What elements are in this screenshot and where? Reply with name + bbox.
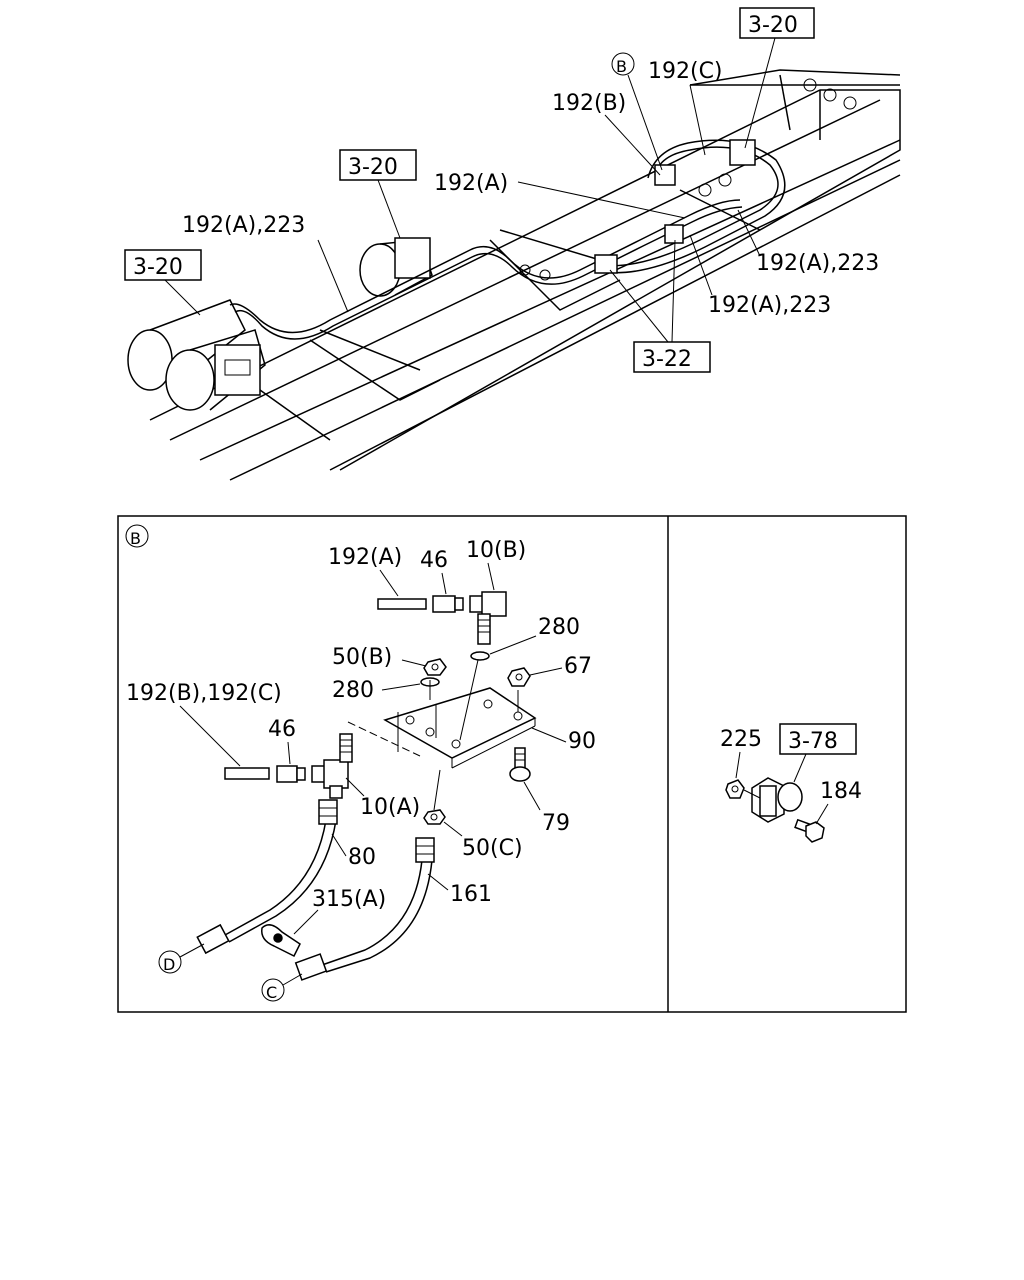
ref-3-20-top: 3-20 (748, 13, 798, 38)
label-d-10a: 10(A) (360, 795, 420, 820)
tee-fitting-10b (469, 591, 507, 645)
label-d-46-top: 46 (420, 548, 448, 573)
nut-46-top (432, 595, 456, 613)
detail-frame (117, 515, 907, 1013)
ref-box-3-20-top (739, 7, 815, 39)
valve-bracket-top (594, 139, 756, 274)
air-tank-middle (359, 237, 433, 297)
detail-b-label: B (130, 529, 141, 548)
label-d-90: 90 (568, 729, 596, 754)
label-d-280-right: 280 (538, 615, 580, 640)
frame-rails (149, 69, 901, 481)
detail-right: 225 3-78 184 (720, 723, 862, 843)
tee-fitting-10a (311, 733, 353, 799)
ref-3-22: 3-22 (642, 347, 692, 372)
washer-280-right (470, 651, 490, 661)
mount-bracket (743, 777, 803, 823)
label-d-50c: 50(C) (462, 836, 523, 861)
label-d-192b-192c: 192(B),192(C) (126, 681, 282, 706)
label-d-80: 80 (348, 845, 376, 870)
label-d-315a: 315(A) (312, 887, 386, 912)
label-d-192a: 192(A) (328, 545, 402, 570)
hose-161 (294, 837, 435, 981)
label-d-10b: 10(B) (466, 538, 526, 563)
chassis-overview: 3-20 B 192(C) 192(B) 3-20 192(A) 192(A),… (124, 7, 901, 481)
label-192a: 192(A) (434, 171, 508, 196)
ref-3-20-mid: 3-20 (348, 155, 398, 180)
label-d-79: 79 (542, 811, 570, 836)
pipe-192b-192c (224, 767, 270, 780)
callout-d: D (163, 955, 175, 974)
label-192b: 192(B) (552, 91, 626, 116)
bolt-79 (509, 747, 531, 782)
air-tanks (127, 299, 266, 411)
bracket-plate-90 (383, 687, 537, 769)
label-d-161: 161 (450, 882, 492, 907)
pipe-192a (377, 598, 427, 610)
nut-46-left (276, 765, 298, 783)
callout-b-top: B (616, 57, 627, 76)
label-192c: 192(C) (648, 59, 723, 84)
ref-box-3-20-left (124, 249, 202, 281)
callout-circle-b (611, 52, 635, 76)
label-192a-223-left: 192(A),223 (182, 213, 305, 238)
clip-315a (261, 924, 301, 958)
label-d-67: 67 (564, 654, 592, 679)
ref-3-78: 3-78 (788, 729, 838, 754)
nut-67 (507, 667, 531, 687)
ref-box-3-78 (779, 723, 857, 755)
bolt-184 (794, 818, 825, 843)
label-r-225: 225 (720, 727, 762, 752)
label-r-184: 184 (820, 779, 862, 804)
callout-c: C (266, 983, 277, 1002)
label-d-280-left: 280 (332, 678, 374, 703)
ref-3-20-left: 3-20 (133, 255, 183, 280)
nut-50c (423, 809, 446, 825)
label-192a-223-right1: 192(A),223 (756, 251, 879, 276)
nut-50b (423, 658, 447, 676)
label-192a-223-right2: 192(A),223 (708, 293, 831, 318)
label-d-46-left: 46 (268, 717, 296, 742)
pipe-routing (229, 139, 786, 340)
callout-circle-d (158, 950, 182, 974)
detail-b: B 192(A) 46 10(B) 280 50(B) (125, 524, 596, 1002)
detail-circle-b (125, 524, 149, 548)
label-d-50b: 50(B) (332, 645, 392, 670)
callout-circle-c (261, 978, 285, 1002)
nut-225 (725, 779, 745, 799)
